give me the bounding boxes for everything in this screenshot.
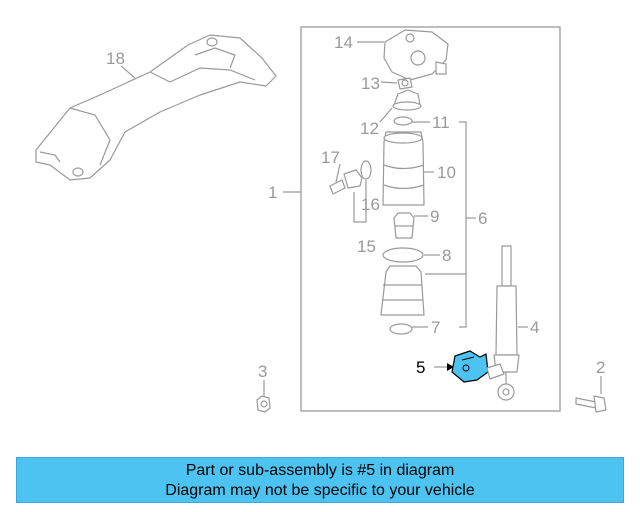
callout-14: 14 (334, 33, 353, 52)
callout-10: 10 (437, 163, 456, 182)
callout-9: 9 (430, 207, 439, 226)
part-13-nut[interactable] (397, 77, 413, 90)
callout-15: 15 (357, 237, 376, 256)
part-12-bearing[interactable] (392, 89, 422, 111)
info-banner: Part or sub-assembly is #5 in diagram Di… (16, 457, 624, 503)
parts-diagram: 14 13 12 11 10 17 16 15 9 8 7 6 1 4 5 3 … (35, 26, 607, 413)
callout-2: 2 (596, 358, 605, 377)
part-18-subframe[interactable] (35, 34, 277, 181)
part-3-nut[interactable] (256, 395, 271, 413)
callout-7: 7 (431, 318, 440, 337)
part-17-valve[interactable] (329, 169, 363, 195)
callout-6: 6 (478, 209, 487, 228)
part-2-bolt[interactable] (575, 395, 607, 413)
part-14-upper-mount[interactable] (383, 29, 449, 81)
part-16-seal[interactable] (360, 160, 372, 180)
part-8-ring[interactable] (382, 247, 424, 263)
banner-line-2: Diagram may not be specific to your vehi… (165, 482, 475, 499)
part-5-bracket[interactable] (451, 350, 505, 383)
part-10-air-spring[interactable] (382, 131, 425, 206)
assembly-frame (300, 26, 561, 412)
callout-18: 18 (106, 49, 125, 68)
callout-12: 12 (360, 119, 379, 138)
callout-5-arrowhead (447, 363, 454, 371)
callout-17: 17 (321, 148, 340, 167)
part-7-ring[interactable] (389, 323, 413, 335)
callout-5: 5 (416, 358, 425, 377)
part-9-bump-stop[interactable] (393, 212, 415, 239)
callout-3: 3 (258, 362, 267, 381)
leader-lines (120, 41, 602, 396)
callout-8: 8 (442, 246, 451, 265)
callout-16: 16 (361, 195, 380, 214)
part-dust-boot[interactable] (380, 265, 425, 316)
callout-labels: 14 13 12 11 10 17 16 15 9 8 7 6 1 4 5 3 … (106, 33, 605, 381)
callout-1: 1 (268, 183, 277, 202)
part-4-shock-absorber[interactable] (493, 245, 520, 401)
banner-line-1: Part or sub-assembly is #5 in diagram (185, 462, 455, 479)
callout-4: 4 (530, 318, 539, 337)
callout-11: 11 (432, 113, 450, 132)
callout-13: 13 (361, 74, 380, 93)
part-11-seal[interactable] (393, 116, 413, 126)
